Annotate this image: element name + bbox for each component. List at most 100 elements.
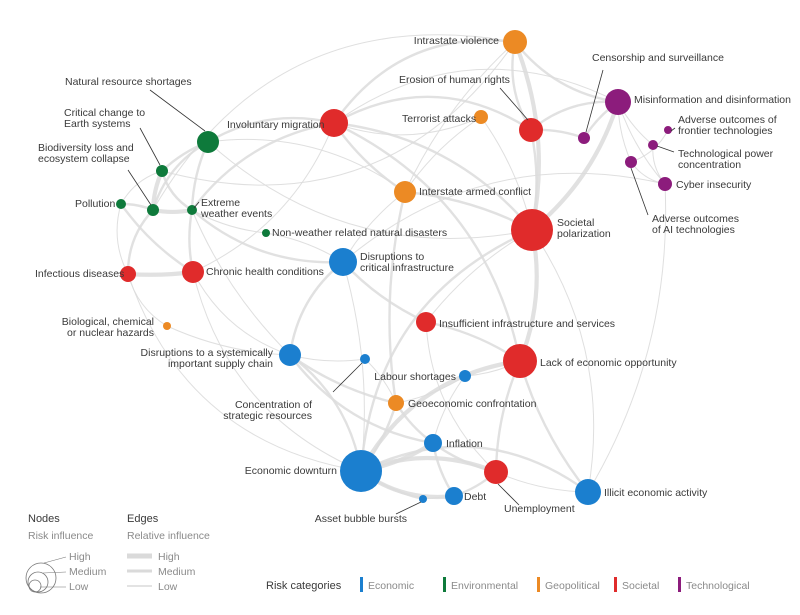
node-inflation[interactable] bbox=[424, 434, 442, 452]
edge-pollution-infectious bbox=[116, 203, 129, 275]
node-label-line: Disruptions to a systemically bbox=[141, 347, 274, 359]
node-label-interstate: Interstate armed conflict bbox=[419, 186, 531, 198]
node-label-line: critical infrastructure bbox=[360, 262, 454, 274]
node-label-line: Lack of economic opportunity bbox=[540, 357, 677, 369]
leader-line-weather bbox=[193, 201, 200, 209]
legend-category-environmental: Environmental bbox=[451, 580, 518, 592]
leader-line-unemployment bbox=[497, 483, 520, 506]
node-label-line: Pollution bbox=[75, 198, 115, 210]
node-chronic[interactable] bbox=[182, 261, 204, 283]
node-debt[interactable] bbox=[445, 487, 463, 505]
node-bubble[interactable] bbox=[419, 495, 427, 503]
node-erosion[interactable] bbox=[519, 118, 543, 142]
legend-swatch-economic bbox=[360, 577, 363, 592]
node-infra[interactable] bbox=[416, 312, 436, 332]
legend-swatch-environmental bbox=[443, 577, 446, 592]
node-label-line: Erosion of human rights bbox=[399, 74, 510, 86]
node-label-bubble: Asset bubble bursts bbox=[315, 513, 407, 525]
node-label-line: Infectious diseases bbox=[35, 268, 124, 280]
edge-weather-nonweather bbox=[191, 209, 267, 234]
node-opportunity[interactable] bbox=[503, 344, 537, 378]
node-unemployment[interactable] bbox=[484, 460, 508, 484]
node-earth[interactable] bbox=[156, 165, 168, 177]
node-label-line: Insufficient infrastructure and services bbox=[439, 318, 615, 330]
edge-earth-intrastate bbox=[161, 41, 516, 186]
node-illicit[interactable] bbox=[575, 479, 601, 505]
node-label-chronic: Chronic health conditions bbox=[206, 266, 324, 278]
node-label-terrorist: Terrorist attacks bbox=[402, 113, 476, 125]
node-migration[interactable] bbox=[320, 109, 348, 137]
node-labour[interactable] bbox=[459, 370, 471, 382]
node-label-line: Labour shortages bbox=[374, 371, 456, 383]
node-label-line: important supply chain bbox=[168, 358, 273, 370]
node-interstate[interactable] bbox=[394, 181, 416, 203]
edge-cbrn-supply bbox=[166, 325, 291, 356]
node-concentration[interactable] bbox=[360, 354, 370, 364]
edge-polarization-infra bbox=[425, 229, 533, 323]
edge-polarization-migration bbox=[332, 121, 534, 232]
edge-chronic-downturn bbox=[192, 271, 362, 472]
node-label-labour: Labour shortages bbox=[374, 371, 456, 383]
node-techpower[interactable] bbox=[648, 140, 658, 150]
legend: Nodes Risk influence High Medium Low Edg… bbox=[25, 513, 750, 594]
node-nonweather[interactable] bbox=[262, 229, 270, 237]
legend-edges-subtitle: Relative influence bbox=[127, 530, 210, 542]
node-label-erosion: Erosion of human rights bbox=[399, 74, 510, 86]
node-frontier[interactable] bbox=[664, 126, 672, 134]
node-infectious[interactable] bbox=[120, 266, 136, 282]
node-resources[interactable] bbox=[197, 131, 219, 153]
node-biodiversity[interactable] bbox=[147, 204, 159, 216]
edge-downturn-polarization bbox=[359, 228, 534, 473]
node-censorship[interactable] bbox=[578, 132, 590, 144]
edge-resources-polarization bbox=[207, 141, 533, 239]
node-label-line: Critical change to bbox=[64, 107, 145, 119]
edge-interstate-geoeconomic bbox=[388, 190, 407, 405]
node-geoeconomic[interactable] bbox=[388, 395, 404, 411]
node-terrorist[interactable] bbox=[474, 110, 488, 124]
node-label-opportunity: Lack of economic opportunity bbox=[540, 357, 677, 369]
edge-supply-inflation bbox=[288, 353, 435, 445]
legend-node-high-label: High bbox=[69, 551, 91, 563]
edge-migration-weather bbox=[190, 121, 336, 212]
legend-nodes-title: Nodes bbox=[28, 513, 60, 525]
leader-line-ai bbox=[630, 167, 649, 216]
node-label-line: Adverse outcomes of bbox=[678, 114, 777, 126]
node-polarization[interactable] bbox=[511, 209, 553, 251]
node-ai[interactable] bbox=[625, 156, 637, 168]
legend-nodes-subtitle: Risk influence bbox=[28, 530, 94, 542]
edge-misinfo-migration bbox=[333, 68, 619, 124]
node-cyber[interactable] bbox=[658, 177, 672, 191]
leader-line-bubble bbox=[395, 501, 422, 515]
node-label-line: Natural resource shortages bbox=[65, 76, 192, 88]
legend-edge-high-label: High bbox=[158, 551, 180, 563]
leader-line-erosion bbox=[499, 87, 529, 121]
edge-critinfra-cyber bbox=[342, 172, 666, 263]
node-label-line: Geoeconomic confrontation bbox=[408, 398, 537, 410]
node-cbrn[interactable] bbox=[163, 322, 171, 330]
node-critinfra[interactable] bbox=[329, 248, 357, 276]
node-misinfo[interactable] bbox=[605, 89, 631, 115]
node-label-nonweather: Non-weather related natural disasters bbox=[272, 227, 447, 239]
node-label-line: or nuclear hazards bbox=[67, 327, 154, 339]
edge-infra-unemployment bbox=[425, 321, 497, 473]
node-label-downturn: Economic downturn bbox=[245, 465, 337, 477]
node-label-line: Debt bbox=[464, 491, 486, 503]
node-label-resources: Natural resource shortages bbox=[65, 76, 192, 88]
node-downturn[interactable] bbox=[340, 450, 382, 492]
edge-erosion-migration bbox=[332, 95, 533, 132]
leader-line-frontier bbox=[670, 127, 676, 132]
edge-downturn-opportunity bbox=[358, 358, 523, 474]
leader-line-censorship bbox=[585, 69, 604, 133]
node-label-line: Disruptions to bbox=[360, 251, 424, 263]
node-pollution[interactable] bbox=[116, 199, 126, 209]
edge-interstate-resources bbox=[207, 138, 406, 193]
leader-line-resources bbox=[149, 89, 206, 132]
node-intrastate[interactable] bbox=[503, 30, 527, 54]
node-supply[interactable] bbox=[279, 344, 301, 366]
